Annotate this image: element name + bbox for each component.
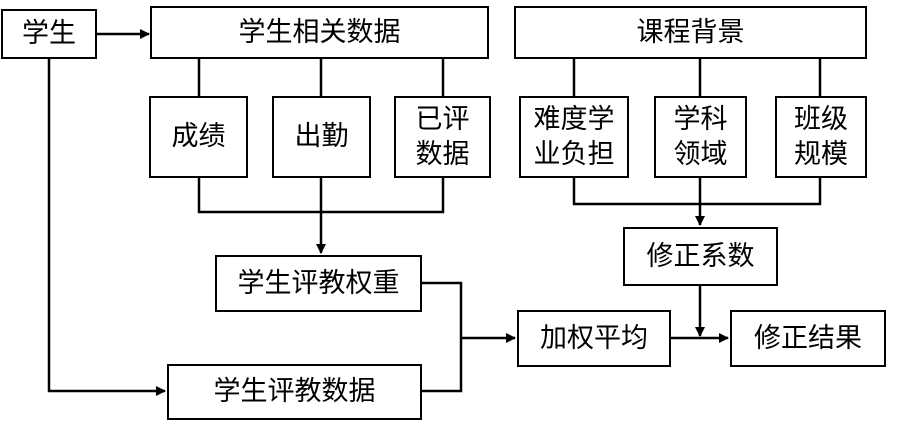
node-rated-data-line2: 数据 xyxy=(415,139,470,170)
node-student-data: 学生相关数据 xyxy=(150,6,489,59)
node-student-eval-weight-label: 学生评教权重 xyxy=(237,267,400,299)
node-difficulty-load-line1: 难度学 xyxy=(533,103,615,135)
arrow-student-to-eval-data xyxy=(47,58,166,396)
node-course-background: 课程背景 xyxy=(514,6,867,59)
node-attendance-label: 出勤 xyxy=(294,121,349,153)
node-rated-data: 已评 数据 xyxy=(394,96,491,178)
node-correction-result: 修正结果 xyxy=(730,310,886,367)
node-course-background-label: 课程背景 xyxy=(636,16,745,48)
node-student-eval-data: 学生评教数据 xyxy=(167,364,422,420)
node-grades: 成绩 xyxy=(149,96,248,178)
node-student-eval-data-label: 学生评教数据 xyxy=(213,376,376,408)
line-weight-to-merge xyxy=(422,281,463,393)
node-subject-field-line2: 领域 xyxy=(673,139,728,170)
node-correction-coef-label: 修正系数 xyxy=(646,240,755,272)
node-class-size-line2: 规模 xyxy=(794,139,848,170)
node-student-label: 学生 xyxy=(22,18,76,50)
node-subject-field-line1: 学科 xyxy=(673,103,728,135)
node-correction-coef: 修正系数 xyxy=(623,227,778,286)
node-grades-label: 成绩 xyxy=(171,121,226,153)
node-attendance: 出勤 xyxy=(272,96,371,178)
node-class-size-line1: 班级 xyxy=(794,103,848,135)
node-correction-result-label: 修正结果 xyxy=(754,322,862,354)
node-difficulty-load-line2: 业负担 xyxy=(533,139,615,170)
node-subject-field: 学科 领域 xyxy=(654,96,747,178)
node-student-data-label: 学生相关数据 xyxy=(238,16,401,48)
node-student: 学生 xyxy=(1,9,97,59)
node-rated-data-line1: 已评 xyxy=(415,103,470,135)
node-weighted-average: 加权平均 xyxy=(517,310,671,367)
line-bg-merge xyxy=(572,178,822,206)
node-student-eval-weight: 学生评教权重 xyxy=(215,255,422,312)
node-class-size: 班级 规模 xyxy=(775,96,867,178)
node-difficulty-load: 难度学 业负担 xyxy=(519,96,629,178)
node-weighted-average-label: 加权平均 xyxy=(540,322,648,354)
